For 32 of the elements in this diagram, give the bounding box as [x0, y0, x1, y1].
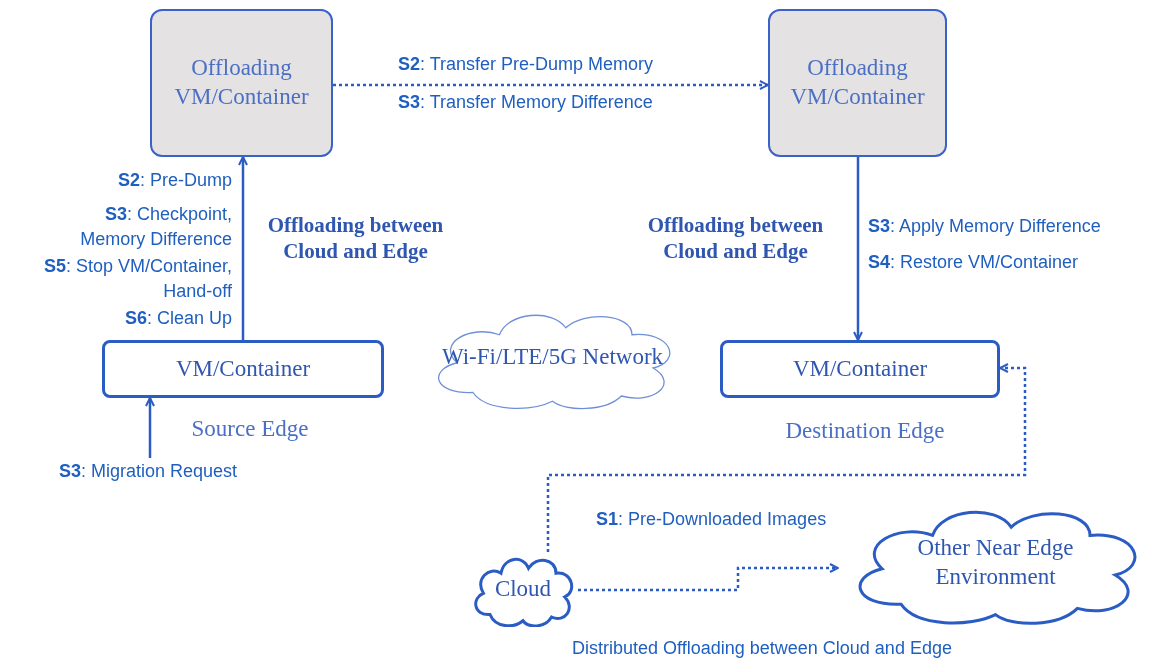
node-label: Wi-Fi/LTE/5G Network — [441, 343, 664, 372]
node-label: Cloud — [494, 575, 552, 604]
step-label: S5: Stop VM/Container, Hand-off — [42, 255, 232, 303]
arrow — [578, 563, 839, 592]
node-label: VM/Container — [791, 354, 929, 383]
node-label: Source Edge — [190, 415, 310, 443]
section-heading: Offloading between Cloud and Edge — [646, 212, 825, 265]
node-label: VM/Container — [174, 354, 312, 383]
arrow — [145, 397, 155, 458]
arrow — [333, 80, 769, 90]
node-label: Offloading VM/Container — [173, 54, 310, 111]
node-label: Other Near Edge Environment — [916, 533, 1075, 591]
arrow — [853, 157, 863, 341]
process-box — [720, 340, 1000, 398]
arrow — [238, 156, 248, 340]
node-label: Destination Edge — [784, 417, 946, 445]
step-label: S4: Restore VM/Container — [868, 251, 1080, 274]
step-label: Distributed Offloading between Cloud and Edge — [572, 637, 953, 660]
step-label: S1: Pre-Downloaded Images — [596, 508, 828, 531]
section-heading: Offloading between Cloud and Edge — [266, 212, 445, 265]
step-label: S2: Transfer Pre-Dump Memory — [398, 53, 655, 76]
process-box — [150, 9, 333, 157]
step-label: S3: Checkpoint, Memory Difference — [79, 203, 232, 251]
step-label: S6: Clean Up — [123, 307, 232, 330]
step-label: S2: Pre-Dump — [116, 169, 232, 192]
process-box — [102, 340, 384, 398]
node-label: Offloading VM/Container — [789, 54, 926, 111]
arrow — [546, 363, 1027, 552]
process-box — [768, 9, 947, 157]
step-label: S3: Migration Request — [36, 458, 260, 484]
step-label: S3: Transfer Memory Difference — [398, 91, 654, 114]
step-label: S3: Apply Memory Difference — [868, 215, 1102, 238]
